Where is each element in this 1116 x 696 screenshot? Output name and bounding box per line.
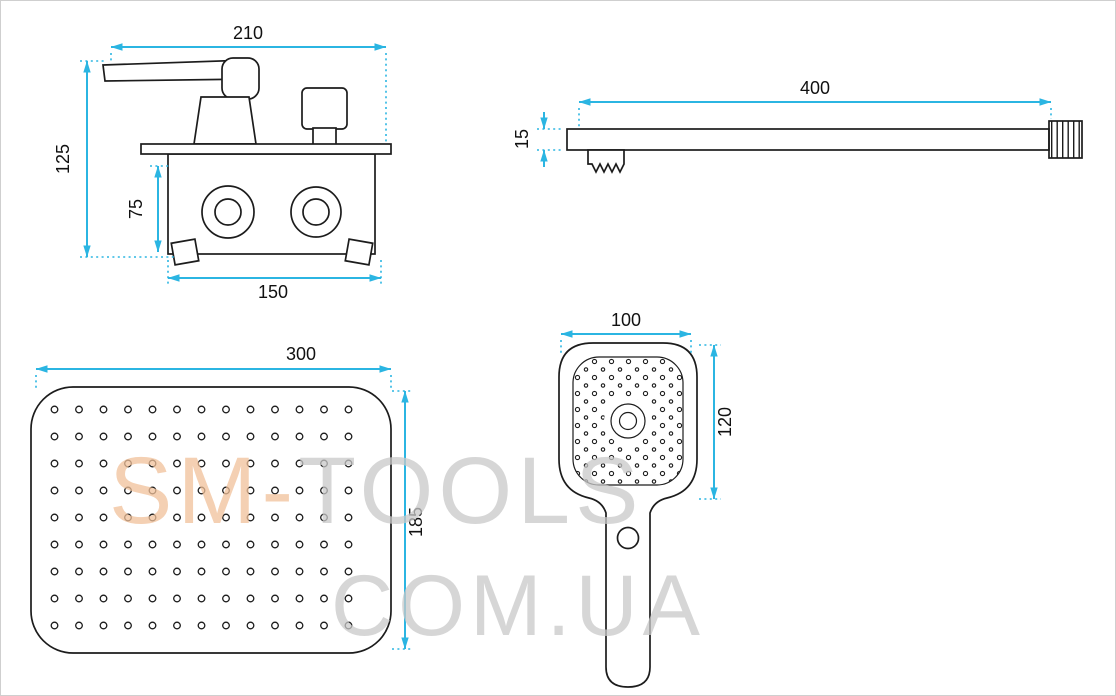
rain-shower-head-view: 300 185: [30, 344, 426, 654]
hand-shower-view: 100 120: [558, 310, 735, 688]
watermark: SM-TOOLS COM.UA: [109, 438, 705, 654]
dim-label-mixer-body-height: 75: [126, 199, 146, 219]
arm-thread-end: [1048, 120, 1083, 159]
mixer-lever-boss: [221, 57, 260, 100]
face-center-outer-ring: [610, 403, 646, 439]
dim-label-mixer-width: 210: [233, 23, 263, 43]
handle-button: [616, 526, 640, 550]
mixer-valve-body: [167, 153, 376, 255]
arm-wall-connector: [587, 149, 625, 174]
dimension-rain-head-width: 300: [35, 344, 392, 390]
mixer-right-foot: [344, 238, 374, 266]
arm-bar: [566, 128, 1050, 151]
mixer-left-foot: [170, 238, 200, 266]
mixer-diverter-knob: [301, 87, 348, 130]
dimension-rain-head-height: 185: [392, 390, 426, 650]
mixer-cartridge: [193, 96, 257, 145]
dimension-hand-shower-height: 120: [699, 344, 735, 500]
watermark-line1-accent: SM-: [109, 438, 298, 544]
dim-label-mixer-body-width: 150: [258, 282, 288, 302]
mixer-mounting-plate: [140, 143, 392, 155]
mixer-knob-stem: [312, 127, 337, 146]
watermark-line1: SM-TOOLS: [109, 438, 643, 544]
mixer-left-valve-inner: [214, 198, 242, 226]
dimension-mixer-overall-width: 210: [110, 23, 387, 142]
dim-label-rain-head-height: 185: [406, 507, 426, 537]
dimension-hand-shower-width: 100: [560, 310, 692, 353]
shower-arm-side-view: 400 15: [512, 78, 1083, 174]
dimension-mixer-overall-height: 125: [53, 60, 175, 258]
watermark-line2: COM.UA: [331, 558, 705, 654]
watermark-line1-rest: TOOLS: [298, 438, 643, 544]
dimension-arm-profile-height: 15: [512, 112, 564, 167]
dimension-mixer-body-height: 75: [126, 165, 171, 253]
dim-label-hand-shower-width: 100: [611, 310, 641, 330]
dim-label-rain-head-width: 300: [286, 344, 316, 364]
dim-label-hand-shower-height: 120: [715, 407, 735, 437]
dim-label-arm-length: 400: [800, 78, 830, 98]
mixer-right-valve-inner: [302, 198, 330, 226]
dim-label-arm-profile: 15: [512, 129, 532, 149]
dimension-arm-length: 400: [578, 78, 1052, 127]
face-center-inner-ring: [618, 411, 638, 431]
rain-head-nozzle-grid: [47, 402, 365, 639]
dim-label-mixer-height: 125: [53, 144, 73, 174]
dimension-mixer-body-width: 150: [167, 260, 382, 302]
mixer-front-view: 210 125 75 150: [53, 23, 392, 302]
